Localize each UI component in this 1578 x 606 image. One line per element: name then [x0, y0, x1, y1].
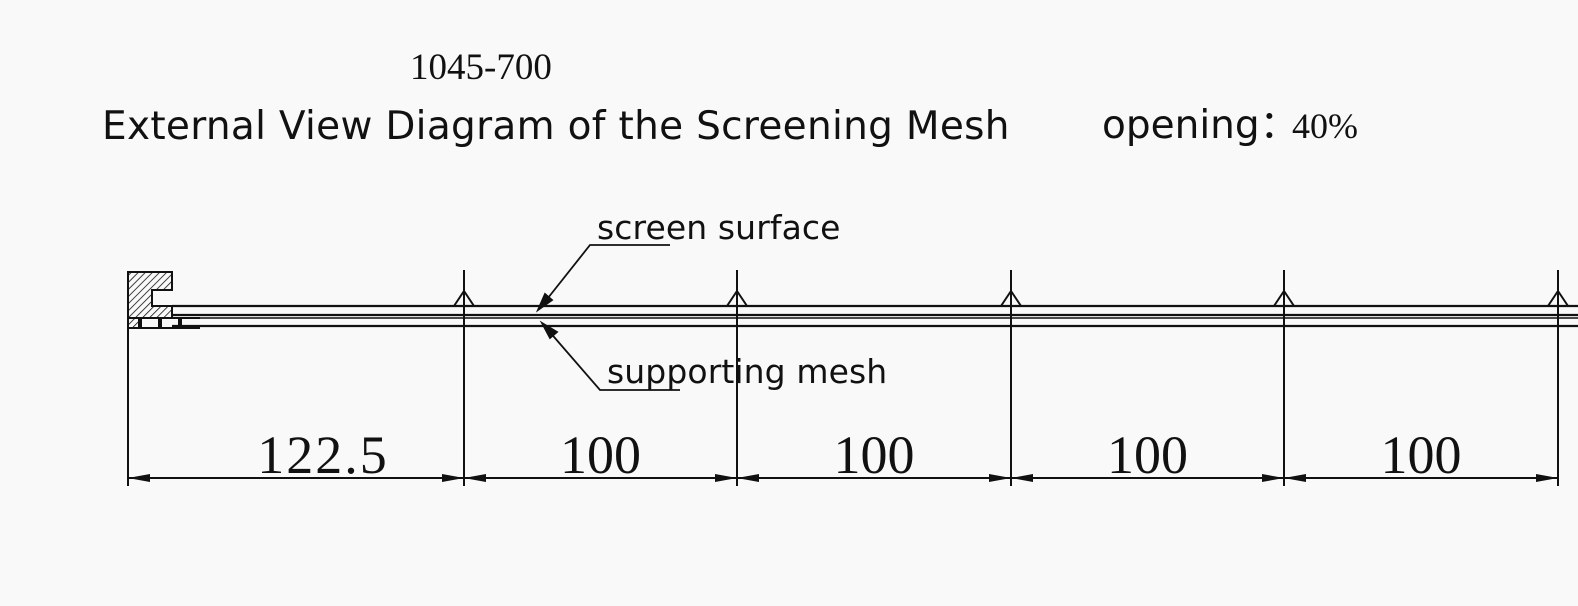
supporting-mesh-label: supporting mesh: [607, 352, 888, 391]
dim-arrow-2-left: [715, 474, 737, 482]
ridge-2: [726, 289, 748, 307]
ridge-1: [453, 289, 475, 307]
screen-surface-arrow: [535, 292, 554, 313]
model-code: 1045-700: [410, 47, 552, 88]
dimension-value-1: 122.5: [257, 425, 389, 485]
supporting-mesh-leader: [547, 329, 680, 391]
dim-arrow-1-right: [464, 474, 486, 482]
dimension-value-2: 100: [560, 425, 641, 485]
dim-arrow-4-right: [1284, 474, 1306, 482]
ridge-5: [1547, 289, 1569, 307]
support-ridges: [127, 270, 1569, 486]
supporting-mesh-arrow: [539, 320, 559, 340]
diagram-title: External View Diagram of the Screening M…: [102, 104, 1010, 149]
dim-arrow-3-right: [1011, 474, 1033, 482]
dimension-line: [128, 474, 1558, 482]
dim-arrow-5-left: [1536, 474, 1558, 482]
ridge-3: [1000, 289, 1022, 307]
mesh-layers: [172, 304, 1578, 328]
opening-value: 40%: [1292, 106, 1358, 146]
ridge-4: [1273, 289, 1295, 307]
dimension-value-3: 100: [833, 425, 915, 485]
dimension-value-5: 100: [1380, 425, 1462, 485]
screen-surface-leader: [543, 244, 670, 304]
dim-arrow-2-right: [737, 474, 759, 482]
dimension-value-4: 100: [1107, 425, 1188, 485]
opening-label: opening：: [1102, 103, 1299, 148]
leader-lines: [535, 244, 680, 391]
dim-arrow-3-left: [989, 474, 1011, 482]
screen-surface-label: screen surface: [597, 208, 841, 247]
dim-arrow-0-right: [128, 474, 150, 482]
dim-arrow-1-left: [442, 474, 464, 482]
dim-arrow-4-left: [1262, 474, 1284, 482]
frame-profile: [127, 271, 200, 329]
